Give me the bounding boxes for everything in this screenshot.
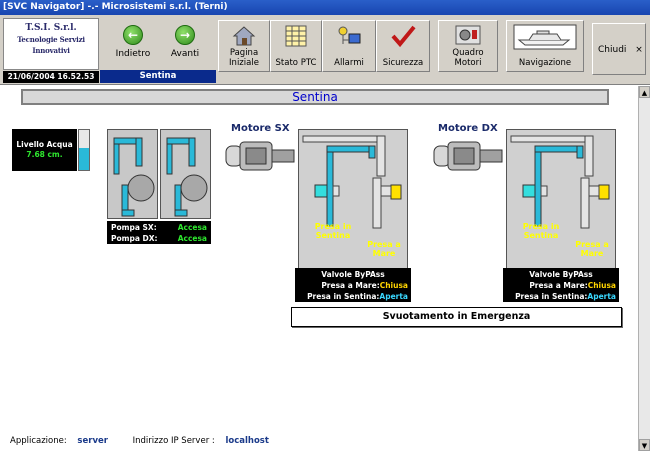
pump-sx-icon xyxy=(113,137,155,217)
scroll-down-icon[interactable]: ▼ xyxy=(639,439,650,451)
water-level-gauge xyxy=(78,129,90,171)
logo-line1: T.S.I. S.r.l. xyxy=(25,23,77,33)
motor-sx-presa-mare-label: Presa a Mare xyxy=(367,240,401,258)
status-footer: Applicazione: server Indirizzo IP Server… xyxy=(10,436,269,446)
current-section: Sentina xyxy=(100,70,216,83)
stato-ptc-label: Stato PTC xyxy=(275,58,317,68)
scroll-up-icon[interactable]: ▲ xyxy=(639,86,650,98)
back-label: Indietro xyxy=(115,49,151,59)
motor-dx-valve-diagram: Presa in Sentina Presa a Mare xyxy=(506,129,616,269)
motor-sx-piping-icon xyxy=(302,135,402,229)
motor-dx-sentina-label: Presa in Sentina: xyxy=(515,292,588,301)
motor-dx-piping-icon xyxy=(510,135,610,229)
toolbar: T.S.I. S.r.l. Tecnologie Servizi Innovat… xyxy=(0,15,650,85)
motor-sx-mare-value: Chiusa xyxy=(379,281,408,290)
motor-sx-valves-panel: Valvole ByPAss Presa a Mare:Chiusa Presa… xyxy=(295,268,411,302)
pump-sx-diagram xyxy=(107,129,158,219)
motor-dx-mare-value: Chiusa xyxy=(587,281,616,290)
ip-value: localhost xyxy=(225,436,269,446)
motor-sx-valves-title: Valvole ByPAss xyxy=(321,270,385,279)
main-panel: Sentina Livello Acqua 7.68 cm. Pompa SX:… xyxy=(0,86,638,451)
navigazione-button[interactable]: Navigazione xyxy=(506,20,584,72)
checkmark-icon xyxy=(391,25,416,48)
engine-panel-icon xyxy=(455,25,481,45)
water-level-value: 7.68 cm. xyxy=(26,150,63,159)
motor-sx-label: Motore SX xyxy=(231,123,290,134)
quadro-motori-label: Quadro Motori xyxy=(452,48,484,68)
motor-dx-engine-icon xyxy=(433,141,503,171)
sicurezza-button[interactable]: Sicurezza xyxy=(376,20,430,72)
spreadsheet-icon xyxy=(285,25,307,47)
motor-dx-presa-sentina-label: Presa in Sentina xyxy=(522,222,560,240)
close-icon: × xyxy=(635,45,643,55)
emergency-drain-button[interactable]: Svuotamento in Emergenza xyxy=(291,307,622,327)
motor-dx-mare-label: Presa a Mare: xyxy=(529,281,588,290)
pump-dx-label: Pompa DX: xyxy=(111,234,158,243)
ip-label: Indirizzo IP Server : xyxy=(132,436,215,446)
motor-dx-presa-mare-label: Presa a Mare xyxy=(575,240,609,258)
forward-button[interactable]: → Avanti xyxy=(160,23,210,68)
motor-sx-engine-icon xyxy=(225,141,295,171)
sicurezza-label: Sicurezza xyxy=(382,58,424,68)
alarm-network-icon xyxy=(338,26,361,44)
motor-sx-valve-diagram: Presa in Sentina Presa a Mare xyxy=(298,129,408,269)
motor-sx-presa-sentina-label: Presa in Sentina xyxy=(314,222,352,240)
page-title: Sentina xyxy=(21,89,609,105)
home-icon xyxy=(232,26,256,46)
pump-dx-status: Accesa xyxy=(177,234,207,243)
app-value: server xyxy=(77,436,108,446)
motor-dx-label: Motore DX xyxy=(438,123,498,134)
stato-ptc-button[interactable]: Stato PTC xyxy=(270,20,322,72)
pump-sx-label: Pompa SX: xyxy=(111,223,157,232)
motor-dx-valves-title: Valvole ByPAss xyxy=(529,270,593,279)
quadro-motori-button[interactable]: Quadro Motori xyxy=(438,20,498,72)
motor-sx-sentina-value: Aperta xyxy=(379,292,408,301)
arrow-left-icon: ← xyxy=(123,25,143,45)
home-button[interactable]: Pagina Iniziale xyxy=(218,20,270,72)
water-level-fill xyxy=(79,148,89,170)
navigazione-label: Navigazione xyxy=(518,58,572,68)
motor-dx-sentina-value: Aperta xyxy=(587,292,616,301)
home-label: Pagina Iniziale xyxy=(229,48,259,68)
water-level-label: Livello Acqua xyxy=(16,140,73,149)
app-label: Applicazione: xyxy=(10,436,67,446)
allarmi-button[interactable]: Allarmi xyxy=(322,20,376,72)
pump-status-panel: Pompa SX: Accesa Pompa DX: Accesa xyxy=(107,221,211,244)
yacht-icon xyxy=(513,24,577,50)
pump-dx-icon xyxy=(166,137,208,217)
motor-sx-mare-label: Presa a Mare: xyxy=(321,281,380,290)
window-title: [SVC Navigator] -.- Microsistemi s.r.l. … xyxy=(0,0,650,15)
forward-label: Avanti xyxy=(170,49,200,59)
vertical-scrollbar[interactable]: ▲ ▼ xyxy=(638,86,650,451)
pump-sx-status: Accesa xyxy=(177,223,207,232)
pump-dx-diagram xyxy=(160,129,211,219)
motor-sx-sentina-label: Presa in Sentina: xyxy=(307,292,380,301)
water-level-display: Livello Acqua 7.68 cm. xyxy=(12,129,77,171)
back-button[interactable]: ← Indietro xyxy=(108,23,158,68)
close-button[interactable]: Chiudi × xyxy=(592,23,646,75)
motor-dx-valves-panel: Valvole ByPAss Presa a Mare:Chiusa Presa… xyxy=(503,268,619,302)
logo-line2: Tecnologie Servizi Innovativi xyxy=(17,35,85,55)
company-logo: T.S.I. S.r.l. Tecnologie Servizi Innovat… xyxy=(3,18,99,70)
allarmi-label: Allarmi xyxy=(334,58,364,68)
datetime-display: 21/06/2004 16.52.53 xyxy=(3,71,99,83)
close-label: Chiudi xyxy=(598,45,627,55)
arrow-right-icon: → xyxy=(175,25,195,45)
